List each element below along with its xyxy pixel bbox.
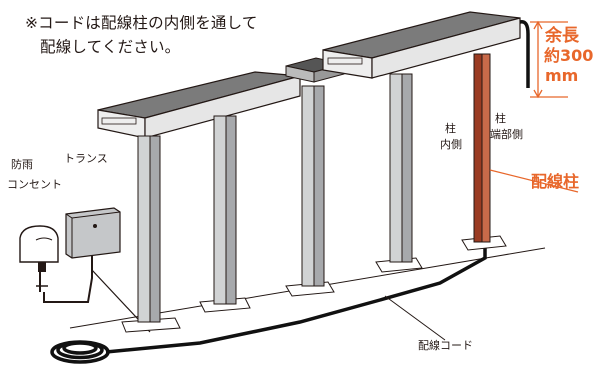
transformer-to-pillar-cord — [91, 255, 151, 333]
cord-pointer — [384, 295, 446, 341]
wiring-cord — [105, 246, 487, 354]
cord-label: 配線コード — [418, 339, 473, 352]
extra-length-label-3: mm — [545, 66, 579, 85]
wiring-pillar-label: 配線柱 — [531, 172, 580, 191]
wiring-pillar — [461, 53, 507, 251]
pillar-1 — [121, 135, 181, 333]
outlet-label-1: 防雨 — [11, 158, 33, 171]
pillar-inner-label-2: 内側 — [440, 138, 462, 151]
extra-length-label-2: 約300 — [544, 46, 594, 65]
transformer-icon — [65, 207, 121, 259]
transformer-label: トランス — [64, 152, 108, 165]
outlet-icon — [19, 225, 59, 292]
extra-cord — [519, 20, 530, 88]
pillar-4 — [375, 73, 423, 273]
pillar-end-label-2: 端部側 — [490, 128, 523, 141]
wiring-pillar-pointer — [489, 169, 579, 193]
extra-length-label-1: 余長 — [545, 26, 579, 46]
pillar-inner-label-1: 柱 — [445, 122, 456, 135]
left-beam — [97, 71, 301, 139]
right-beam — [322, 11, 521, 79]
instruction-note-line2: 配線してください。 — [40, 38, 181, 56]
instruction-note-line1: ※コードは配線柱の内側を通して — [25, 14, 258, 32]
cord-coil — [50, 340, 110, 364]
outlet-label-2: コンセント — [7, 178, 62, 191]
extra-length-dimension — [530, 20, 568, 99]
pillar-2 — [199, 115, 251, 313]
pillar-end-label-1: 柱 — [495, 112, 506, 125]
